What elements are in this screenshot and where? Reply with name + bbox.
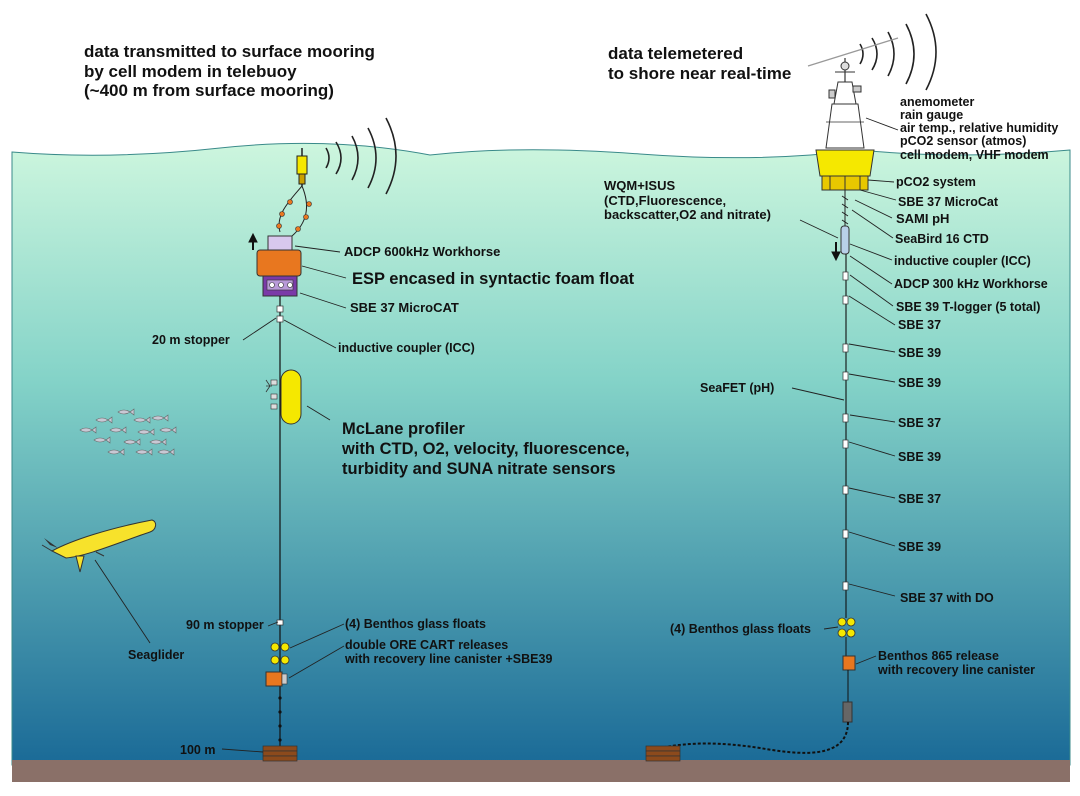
fish-icon — [79, 426, 97, 434]
instrument-pod — [842, 295, 849, 305]
instrument-pod — [842, 271, 849, 281]
label-glass-floats-right: (4) Benthos glass floats — [670, 622, 811, 636]
fish-icon — [159, 426, 177, 434]
left-caption: data transmitted to surface mooring by c… — [84, 42, 375, 101]
fish-icon — [123, 438, 141, 446]
fish-icon — [135, 448, 153, 456]
label-seafet: SeaFET (pH) — [700, 381, 775, 395]
label-glass-floats-left: (4) Benthos glass floats — [345, 617, 486, 631]
right-instrument-pods — [842, 271, 849, 591]
label-esp: ESP encased in syntactic foam float — [352, 270, 635, 288]
label-stopper-20m: 20 m stopper — [152, 333, 230, 347]
telebuoy-floats — [276, 199, 312, 232]
right-anchor-chain — [659, 721, 849, 754]
telebuoy — [296, 148, 308, 186]
label-seaglider: Seaglider — [128, 648, 185, 662]
fish-icon — [133, 416, 151, 424]
right-glass-floats — [837, 617, 856, 638]
label-wqm-isus: WQM+ISUS (CTD,Fluorescence, backscatter,… — [604, 178, 771, 223]
seafloor — [12, 760, 1070, 782]
right-upper-chain — [841, 190, 849, 228]
esp-foam-float — [256, 249, 302, 277]
fish-icon — [109, 426, 127, 434]
right-caption: data telemetered to shore near real-time — [608, 44, 792, 83]
left-ore-releases — [265, 671, 288, 687]
fish-icon — [151, 414, 169, 422]
label-sbe39-tlogger: SBE 39 T-logger (5 total) — [896, 300, 1041, 314]
label-instrument-8: SBE 37 with DO — [900, 591, 994, 605]
label-instrument-7: SBE 39 — [898, 540, 942, 554]
label-adcp-600: ADCP 600kHz Workhorse — [344, 244, 501, 259]
instrument-pod — [842, 371, 849, 381]
label-sami-ph: SAMI pH — [896, 211, 950, 226]
fish-icon — [117, 408, 135, 416]
label-icc-right: inductive coupler (ICC) — [894, 254, 1031, 268]
fish-icon — [157, 448, 175, 456]
label-pco2-system: pCO2 system — [896, 175, 976, 189]
right-anchor — [645, 745, 681, 762]
fish-icon — [107, 448, 125, 456]
label-instrument-4: SBE 37 — [898, 416, 942, 430]
label-instrument-5: SBE 39 — [898, 450, 942, 464]
instrument-pod — [842, 439, 849, 449]
label-mclane-profiler: McLane profiler with CTD, O2, velocity, … — [342, 420, 630, 478]
left-anchor — [262, 745, 298, 762]
up-arrow-icon — [248, 232, 258, 250]
surface-buoy-hull — [815, 149, 875, 191]
surface-buoy-radio-waves-icon — [859, 13, 937, 91]
instrument-pod — [842, 581, 849, 591]
label-adcp-300: ADCP 300 kHz Workhorse — [894, 277, 1048, 291]
label-instrument-2: SBE 39 — [898, 346, 942, 360]
esp-purple-frame — [262, 275, 298, 297]
instrument-pod — [842, 343, 849, 353]
label-icc-left: inductive coupler (ICC) — [338, 341, 475, 355]
benthos-865-release — [842, 655, 856, 671]
fish-school-icon — [79, 408, 177, 456]
label-instrument-6: SBE 37 — [898, 492, 942, 506]
fish-icon — [137, 428, 155, 436]
telebuoy-radio-waves-icon — [325, 117, 397, 195]
fish-icon — [149, 438, 167, 446]
instrument-pod — [842, 529, 849, 539]
label-seabird-16: SeaBird 16 CTD — [895, 232, 989, 246]
wqm-isus-instrument — [840, 225, 850, 255]
fish-icon — [93, 436, 111, 444]
label-depth-100m: 100 m — [180, 743, 216, 757]
label-sbe37-microcat-right: SBE 37 MicroCat — [898, 195, 999, 209]
right-leader-lines — [791, 117, 899, 665]
label-instrument-1: SBE 37 — [898, 318, 942, 332]
adcp-600-head — [267, 235, 293, 251]
instrument-pod — [842, 485, 849, 495]
label-buoy-sensors: anemometer rain gauge air temp., relativ… — [900, 95, 1059, 162]
left-chain — [278, 696, 282, 742]
recovery-line-canister — [842, 701, 853, 723]
telemetry-line — [807, 37, 899, 67]
label-instrument-3: SBE 39 — [898, 376, 942, 390]
ocean-water — [11, 142, 1071, 766]
mclane-profiler — [265, 369, 302, 425]
fish-icon — [95, 416, 113, 424]
seaglider-icon — [41, 519, 157, 573]
label-sbe37-microcat-left: SBE 37 MicroCAT — [350, 300, 459, 315]
instrument-pod — [842, 413, 849, 423]
left-leader-lines — [94, 245, 347, 753]
label-benthos-release: Benthos 865 release with recovery line c… — [878, 649, 1036, 678]
left-glass-floats — [270, 642, 290, 665]
down-arrow-icon — [831, 242, 841, 262]
surface-buoy-tower — [825, 58, 865, 149]
label-stopper-90m: 90 m stopper — [186, 618, 264, 632]
label-ore-releases: double ORE CART releases with recovery l… — [345, 638, 553, 667]
